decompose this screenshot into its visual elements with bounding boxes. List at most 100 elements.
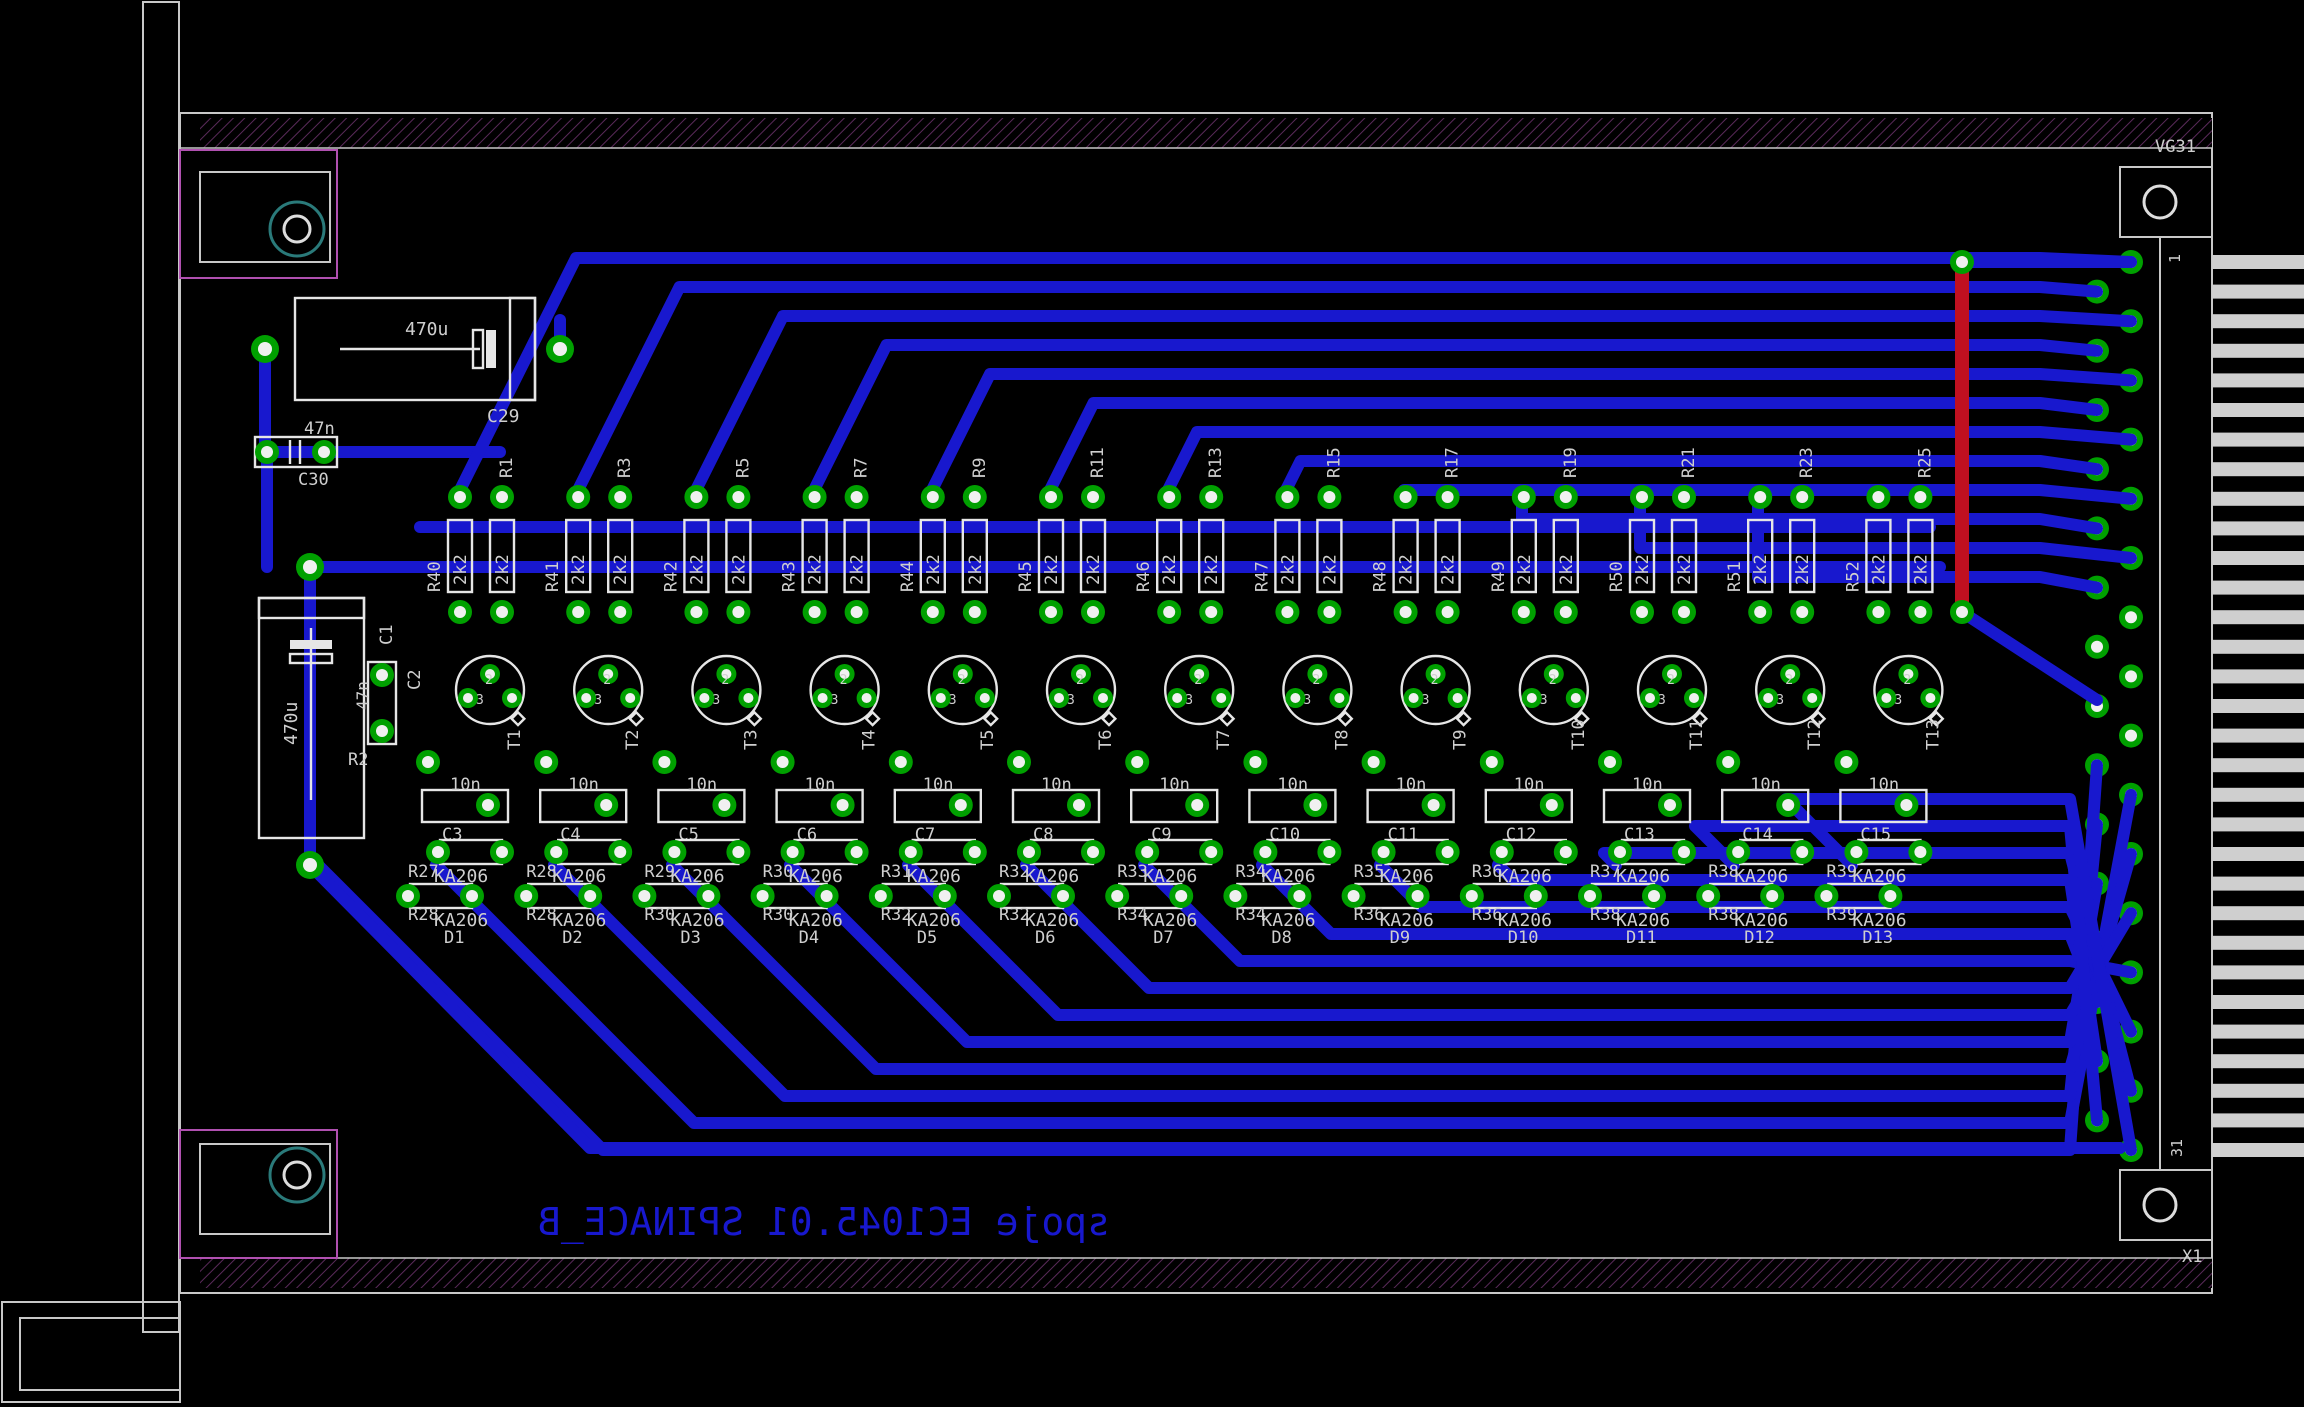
diode-value: KA206 <box>907 910 961 931</box>
pad-hole <box>1347 890 1360 902</box>
transistor-label: T5 <box>978 730 998 750</box>
resistor-body <box>843 518 870 594</box>
pad-hole <box>1559 846 1572 858</box>
diode-value: KA206 <box>789 910 843 931</box>
transistor-pin-label: 3 <box>1067 693 1075 708</box>
resistor-value: 2k2 <box>1160 554 1180 585</box>
pad-hole <box>1441 606 1454 618</box>
resistor-low-label: R38 <box>1708 862 1739 882</box>
trace-fan-top <box>1752 484 2103 594</box>
pad-hole <box>1259 846 1272 858</box>
pad-hole <box>1205 606 1218 618</box>
connector-name-label: X1 <box>2182 1247 2202 1267</box>
transistor-pin-label: 2 <box>1431 673 1439 688</box>
pad-hole <box>1249 756 1262 768</box>
pad-hole <box>776 756 789 768</box>
resistor-body <box>1788 518 1816 594</box>
transistor-body <box>454 654 526 726</box>
resistor-bottom-label: R28 <box>408 905 439 925</box>
pad-hole <box>1087 606 1099 618</box>
pad-hole <box>463 693 473 703</box>
pad-hole <box>603 669 614 679</box>
trace-fan-top <box>926 368 2137 496</box>
diode-label: D7 <box>1153 928 1173 948</box>
diode-value: KA206 <box>1380 910 1434 931</box>
pad-hole <box>874 890 887 902</box>
cap-value: 10n <box>568 775 599 795</box>
transistor-pin-label: 3 <box>831 693 839 708</box>
trace-ground <box>304 859 2126 1154</box>
transistor-pin-label: 3 <box>1776 693 1784 708</box>
pad-hole <box>1194 669 1205 679</box>
cap-label: C9 <box>1151 825 1171 845</box>
pad-hole <box>1517 491 1530 503</box>
resistor-body <box>1865 518 1892 594</box>
pad-hole <box>1517 606 1530 618</box>
resistor-value: 2k2 <box>1042 554 1062 585</box>
c1-value: 470u <box>281 702 302 745</box>
transistor-tab <box>1455 710 1472 727</box>
transistor-pin-label: 3 <box>712 693 720 708</box>
resistor-value: 2k2 <box>1439 554 1459 585</box>
resistor-body <box>1197 518 1225 594</box>
pad-hole <box>1645 693 1655 703</box>
diode-value: KA206 <box>1380 866 1434 887</box>
mount-hole-top-left <box>179 149 338 279</box>
pad-hole <box>1175 890 1188 902</box>
diode-label: D1 <box>444 928 464 948</box>
pad-hole <box>1057 890 1069 902</box>
pad-hole <box>718 799 731 811</box>
transistor-pin-label: 2 <box>485 673 493 688</box>
pad-hole <box>1766 890 1779 902</box>
edge-finger <box>2212 787 2304 802</box>
transistor-body <box>1400 654 1471 726</box>
pad-hole <box>485 669 495 679</box>
resistor-mid-label: R49 <box>1489 561 1509 592</box>
diode-value: KA206 <box>1498 910 1552 931</box>
edge-finger <box>2212 1054 2304 1069</box>
pad-hole <box>1323 606 1336 618</box>
resistor-value: 2k2 <box>687 554 707 585</box>
pad-hole <box>1023 846 1035 858</box>
diode-value: KA206 <box>670 866 724 887</box>
resistor-top-label: R1 <box>497 458 517 478</box>
connector-fingers <box>2212 255 2304 1157</box>
pad-hole <box>850 846 863 858</box>
diode-label: D8 <box>1271 928 1291 948</box>
pad-hole <box>1667 669 1677 679</box>
transistor-pin-label: 2 <box>1076 673 1084 688</box>
pad-hole <box>1281 491 1294 503</box>
pad-hole <box>466 890 478 902</box>
resistor-low-label: R32 <box>999 862 1030 882</box>
pad-hole <box>1408 693 1419 703</box>
transistor-tab <box>1573 710 1590 727</box>
cap-body <box>775 788 864 824</box>
transistor-pin-label: 3 <box>1185 693 1193 708</box>
pad-hole <box>1076 669 1086 679</box>
resistor-bottom-label: R36 <box>1354 905 1385 925</box>
resistor-value: 2k2 <box>1202 554 1222 585</box>
pad-hole <box>1452 693 1463 703</box>
edge-finger <box>2212 284 2304 299</box>
pad-hole <box>938 890 951 902</box>
pad-hole <box>839 669 850 679</box>
transistor-body <box>1045 654 1117 726</box>
diode-value: KA206 <box>670 910 724 931</box>
pad-hole <box>1411 890 1424 902</box>
pad-hole <box>507 693 517 703</box>
pad-hole <box>1796 606 1809 618</box>
transistor-label: T7 <box>1214 730 1234 750</box>
transistor-body <box>809 654 880 726</box>
transistor-label: T2 <box>623 730 643 750</box>
pad-hole <box>2091 640 2103 653</box>
c29-name: C29 <box>487 406 520 427</box>
mount-hole-bottom-left <box>179 1129 338 1259</box>
c29-value: 470u <box>405 319 448 340</box>
pad-hole <box>1485 756 1498 768</box>
cap-label: C13 <box>1624 825 1655 845</box>
cap-label: C8 <box>1033 825 1053 845</box>
edge-finger <box>2212 1113 2304 1128</box>
